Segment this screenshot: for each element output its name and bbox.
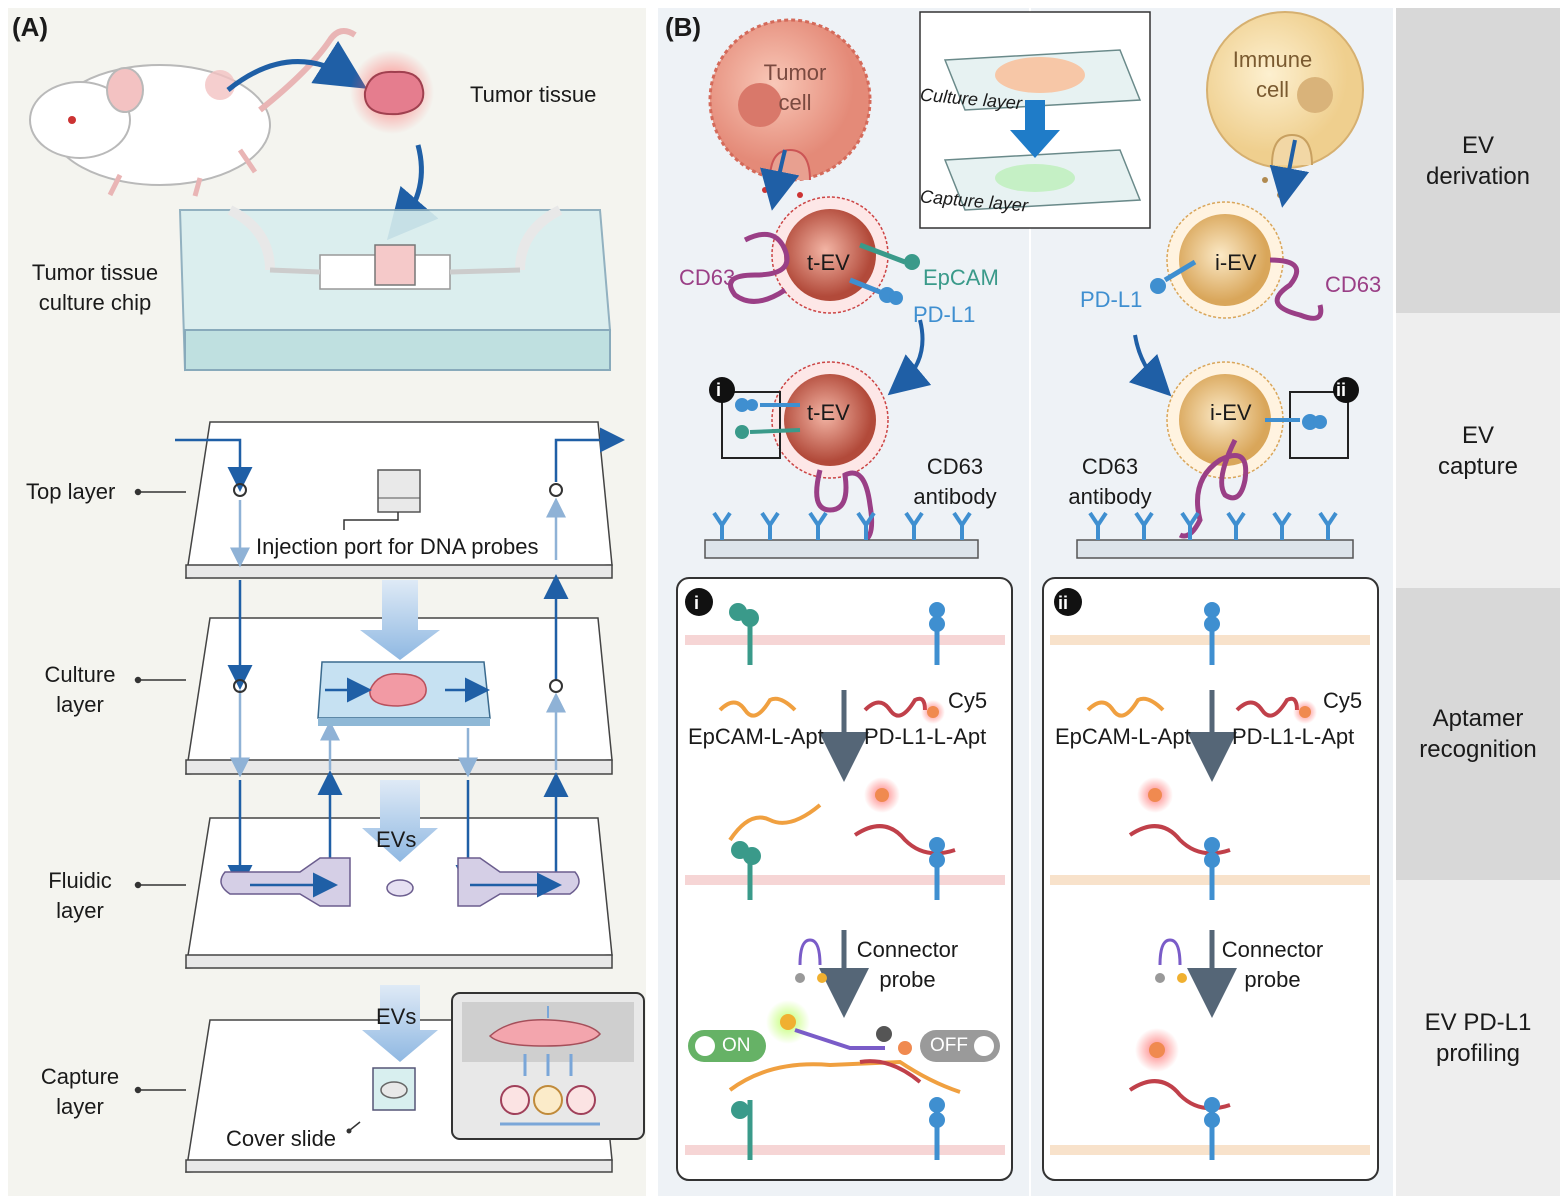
pdl1-apt-label-i: PD-L1-L-Apt	[864, 724, 987, 749]
pdl1-label-tumor: PD-L1	[913, 302, 976, 327]
cd63-antibody-label-left: CD63 antibody	[913, 454, 997, 509]
step-ev-capture: EV capture	[1396, 313, 1560, 588]
connector-probe-icon-ii	[1155, 938, 1187, 983]
epcam-label: EpCAM	[923, 265, 999, 290]
layer-label-fluidic: Fluidic layer	[48, 868, 112, 923]
injection-port-icon	[377, 469, 421, 513]
step-ev-derivation: EV derivation	[1396, 8, 1560, 313]
evs-label-fluidic: EVs	[376, 827, 417, 852]
marker-ii-box: ii	[1058, 593, 1069, 613]
panel-b-title: (B)	[665, 12, 702, 42]
fluidic-channels-illustration	[220, 857, 580, 907]
layer-label-top: Top layer	[26, 479, 116, 504]
on-label: ON	[722, 1035, 751, 1056]
cy5-label-i: Cy5	[948, 688, 988, 713]
evs-label-capture: EVs	[376, 1004, 417, 1029]
t-ev-label-capture: t-EV	[807, 400, 850, 425]
connector-probe-icon-i	[795, 938, 827, 983]
tumor-tissue-label: Tumor tissue	[470, 82, 597, 107]
layer-label-capture: Capture layer	[40, 1064, 120, 1119]
culture-chip-illustration	[178, 205, 612, 372]
immune-cell-illustration	[1206, 11, 1364, 198]
i-ev-label-capture: i-EV	[1210, 400, 1252, 425]
epcam-apt-label-i: EpCAM-L-Apt	[688, 724, 824, 749]
tumor-tissue-icon	[363, 70, 425, 116]
i-ev-label-top: i-EV	[1215, 250, 1257, 275]
tumor-cell-label: Tumor cell	[763, 60, 827, 115]
tumor-cell-illustration	[708, 18, 872, 198]
antibody-slide-left	[704, 511, 979, 559]
pdl1-label-immune: PD-L1	[1080, 287, 1143, 312]
connector-probe-label-ii: Connector probe	[1221, 937, 1324, 992]
epcam-apt-label-ii: EpCAM-L-Apt	[1055, 724, 1191, 749]
cover-slide-label: Cover slide	[226, 1126, 337, 1151]
step-column: EV derivation EV capture Aptamer recogni…	[1396, 8, 1560, 1196]
capture-inset-illustration	[451, 992, 645, 1140]
layer-inset-illustration	[919, 11, 1151, 229]
cd63-antibody-label-right: CD63 antibody	[1068, 454, 1152, 509]
layer-label-culture: Culture layer	[44, 662, 116, 717]
marker-i-top: i	[716, 380, 722, 400]
t-ev-label-top: t-EV	[807, 250, 850, 275]
cd63-label-tumor: CD63	[679, 265, 736, 290]
mouse-illustration	[29, 28, 357, 197]
culture-chamber-illustration	[317, 661, 491, 726]
cd63-protein-icon	[728, 231, 790, 304]
immune-cell-label: Immune cell	[1232, 47, 1313, 102]
connector-probe-label-i: Connector probe	[856, 937, 959, 992]
panel-a-title: (A)	[12, 12, 49, 42]
pdl1-apt-label-ii: PD-L1-L-Apt	[1232, 724, 1355, 749]
injection-port-label: Injection port for DNA probes	[256, 534, 539, 559]
antibody-slide-right	[1076, 511, 1354, 559]
chip-label: Tumor tissue culture chip	[31, 260, 159, 315]
off-label: OFF	[930, 1035, 968, 1056]
marker-i-box: i	[694, 593, 700, 613]
marker-ii-top: ii	[1336, 380, 1347, 400]
step-ev-pdl1-profiling: EV PD-L1 profiling	[1396, 880, 1560, 1196]
cy5-label-ii: Cy5	[1323, 688, 1363, 713]
cd63-label-immune: CD63	[1325, 272, 1382, 297]
step-aptamer-recognition: Aptamer recognition	[1396, 588, 1560, 880]
